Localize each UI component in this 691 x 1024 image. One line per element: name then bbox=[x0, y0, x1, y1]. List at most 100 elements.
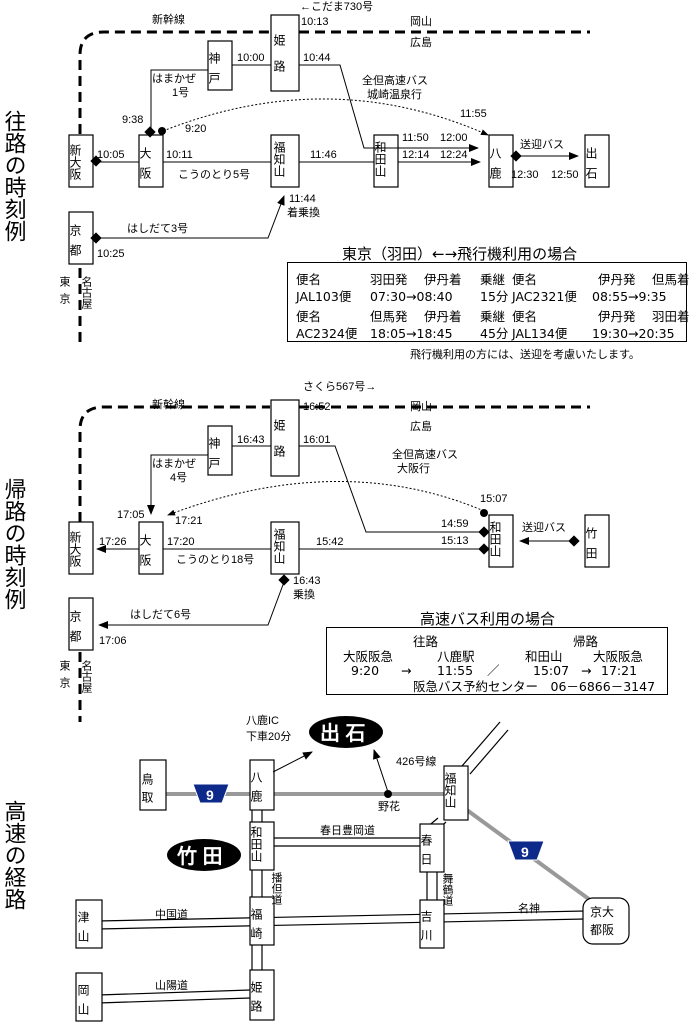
diamond-marker bbox=[278, 574, 290, 586]
station-osaka: 大阪 bbox=[138, 134, 164, 188]
time-label: 17:05 bbox=[117, 509, 145, 521]
nobana-dot bbox=[384, 790, 392, 798]
time-label: 10:44 bbox=[303, 52, 331, 64]
time-label: 11:44 bbox=[289, 193, 316, 205]
svg-text:鳥取: 鳥取 bbox=[140, 772, 154, 809]
shinkansen-line-return bbox=[78, 405, 270, 522]
svg-text:姫路: 姫路 bbox=[272, 419, 286, 471]
shinkansen-label: 新幹線 bbox=[152, 12, 185, 26]
station-fukuchiyama: 福知山 bbox=[270, 134, 300, 188]
bus-title: 高速バス利用の場合 bbox=[420, 610, 556, 628]
time-label: 17:26 bbox=[99, 536, 127, 548]
bus-reservation: 阪急バス予約センター 06－6866－3147 bbox=[413, 679, 656, 694]
time-label: 16:43 bbox=[237, 434, 265, 446]
station-kobe-return: 神戸 bbox=[207, 425, 233, 477]
station-wadayama-return: 和田山 bbox=[488, 514, 514, 568]
hashidate6-line bbox=[98, 581, 285, 629]
yoka-ic-label: 下車20分 bbox=[246, 729, 291, 743]
time-label: 15:42 bbox=[316, 536, 344, 548]
bus-times: 9:20→11:55／15:07→17:21 bbox=[351, 663, 638, 678]
station-himeji: 姫路 bbox=[270, 14, 300, 92]
svg-text:和田山: 和田山 bbox=[249, 826, 263, 862]
svg-text:新大阪: 新大阪 bbox=[68, 143, 82, 181]
okayama-label: 岡山 bbox=[410, 15, 432, 28]
road-label: 山陽道 bbox=[155, 978, 188, 992]
nobana-to-izushi-arrow bbox=[373, 749, 389, 793]
map-box-yoka: 八鹿 bbox=[249, 759, 275, 811]
station-izushi: 出石 bbox=[584, 134, 610, 188]
map-box-yoshikawa: 吉川 bbox=[419, 899, 445, 949]
hamakaze4-line bbox=[147, 454, 208, 515]
station-osaka-return: 大阪 bbox=[138, 521, 164, 575]
takeda-oval: 竹 田 bbox=[167, 839, 241, 871]
svg-text:大阪: 大阪 bbox=[138, 534, 152, 574]
svg-text:福知山: 福知山 bbox=[272, 527, 286, 564]
yoka-ic-label: 八鹿IC bbox=[246, 713, 279, 727]
time-label: 12:24 bbox=[440, 149, 468, 161]
time-label: 10:11 bbox=[166, 149, 193, 161]
hashidate-line bbox=[97, 195, 285, 239]
svg-text:京都: 京都 bbox=[68, 610, 82, 650]
transfer-label: 着乗換 bbox=[287, 205, 320, 219]
bus-name-label: 全但高速バス bbox=[362, 73, 428, 87]
road-label: 舞鶴道 bbox=[441, 873, 454, 906]
svg-text:和田山: 和田山 bbox=[373, 141, 387, 177]
train-name-label: はまかぜ bbox=[152, 72, 196, 85]
svg-text:春日: 春日 bbox=[419, 834, 433, 872]
svg-text:津山: 津山 bbox=[76, 911, 90, 949]
station-shin-osaka: 新大阪 bbox=[68, 134, 94, 188]
map-box-kasuga: 春日 bbox=[419, 823, 445, 873]
hiroshima-label: 広島 bbox=[410, 35, 432, 49]
route9-shield-icon: 9 bbox=[507, 840, 545, 861]
time-label: 16:01 bbox=[303, 434, 331, 446]
map-box-wadayama: 和田山 bbox=[249, 821, 275, 871]
svg-text:京都: 京都 bbox=[68, 224, 82, 264]
station-kyoto-return: 京都 bbox=[68, 597, 94, 651]
time-label: 10:00 bbox=[237, 52, 265, 64]
hamakaze-line bbox=[150, 69, 208, 131]
nagoya-label: 名古屋 bbox=[80, 659, 93, 694]
train-name-label: こうのとり18号 bbox=[176, 553, 254, 566]
hiroshima-label: 広島 bbox=[410, 419, 432, 433]
svg-text:神戸: 神戸 bbox=[207, 437, 221, 477]
time-label: 12:50 bbox=[551, 169, 579, 181]
dot-marker bbox=[158, 127, 166, 135]
road-label: 播但道 bbox=[270, 871, 283, 905]
nobana-label: 野花 bbox=[378, 800, 400, 813]
sakura-label: さくら567号→ bbox=[303, 380, 376, 393]
svg-text:出 石: 出 石 bbox=[320, 722, 366, 745]
section-title-route: 高速の経路 bbox=[2, 800, 27, 910]
map-box-tottori: 鳥取 bbox=[139, 759, 167, 811]
dot-marker bbox=[480, 509, 488, 517]
shuttle-label: 送迎バス bbox=[520, 137, 564, 151]
shinkansen-line-outbound bbox=[78, 30, 270, 134]
time-label: 11:46 bbox=[310, 149, 337, 161]
svg-text:新大阪: 新大阪 bbox=[68, 530, 82, 568]
diamond-marker bbox=[510, 150, 522, 162]
izushi-oval: 出 石 bbox=[309, 716, 383, 748]
train-name-label: はしだて3号 bbox=[127, 222, 188, 235]
map-box-tsuyama: 津山 bbox=[75, 899, 103, 949]
tokyo-label: 東京 bbox=[58, 276, 71, 310]
svg-text:神戸: 神戸 bbox=[207, 52, 221, 92]
station-wadayama: 和田山 bbox=[373, 134, 399, 188]
shuttle-label: 送迎バス bbox=[522, 520, 566, 534]
map-box-kyoto-osaka: 京大 都阪 bbox=[582, 897, 630, 945]
station-shin-osaka-return: 新大阪 bbox=[68, 521, 94, 575]
nagoya-label: 名古屋 bbox=[80, 275, 93, 310]
time-label: 15:13 bbox=[441, 535, 469, 547]
station-fukuchiyama-return: 福知山 bbox=[270, 521, 300, 575]
time-label: 12:00 bbox=[440, 132, 468, 144]
time-label: 14:59 bbox=[441, 518, 469, 530]
bus-name-label: 城崎温泉行 bbox=[367, 87, 422, 101]
himeji-yoka-line bbox=[299, 64, 479, 152]
svg-text:福知山: 福知山 bbox=[443, 771, 457, 808]
svg-text:八鹿: 八鹿 bbox=[488, 147, 502, 187]
yoka-to-izushi-arrow bbox=[272, 751, 313, 773]
kodama-label: ←こだま730号 bbox=[300, 0, 373, 13]
station-kyoto: 京都 bbox=[68, 211, 94, 265]
